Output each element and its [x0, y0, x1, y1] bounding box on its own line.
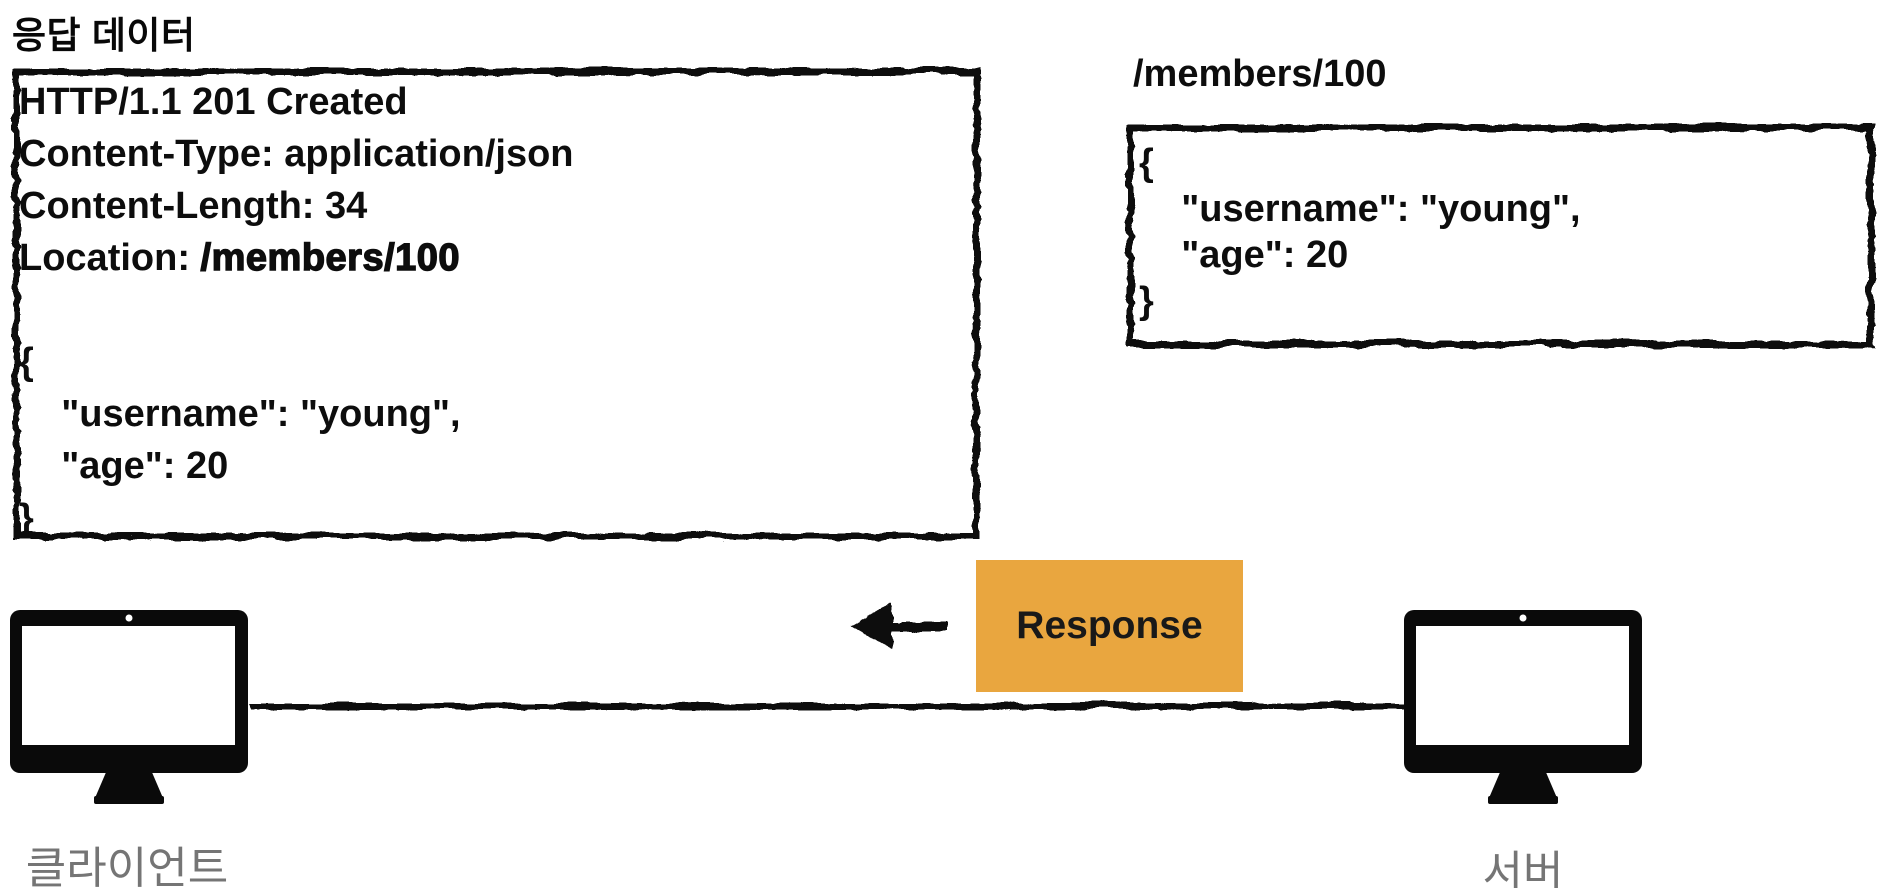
- response-json-body: { "username": "young", "age": 20 }: [19, 341, 461, 539]
- location-line: Location: /members/100: [19, 232, 960, 284]
- network-line: [249, 702, 1405, 708]
- content-type-line: Content-Type: application/json: [19, 133, 574, 175]
- page-title: 응답 데이터: [12, 15, 196, 56]
- resource-path-label: /members/100: [1133, 53, 1387, 95]
- client-label: 클라이언트: [25, 844, 229, 888]
- location-header-value: /members/100: [200, 236, 461, 279]
- content-length-line: Content-Length: 34: [19, 185, 368, 227]
- resource-json-body: { "username": "young", "age": 20 }: [1139, 142, 1581, 322]
- client-monitor-icon: [10, 610, 248, 804]
- http-status-line: HTTP/1.1 201 Created: [19, 81, 408, 123]
- server-monitor-icon: [1404, 610, 1642, 804]
- response-data-box: HTTP/1.1 201 Created Content-Type: appli…: [10, 65, 974, 540]
- location-header-name: Location:: [19, 237, 201, 279]
- response-direction-arrow-icon: [849, 601, 945, 649]
- server-label: 서버: [1482, 848, 1564, 888]
- response-chip: Response: [976, 560, 1243, 692]
- resource-box: { "username": "young", "age": 20 }: [1124, 121, 1875, 348]
